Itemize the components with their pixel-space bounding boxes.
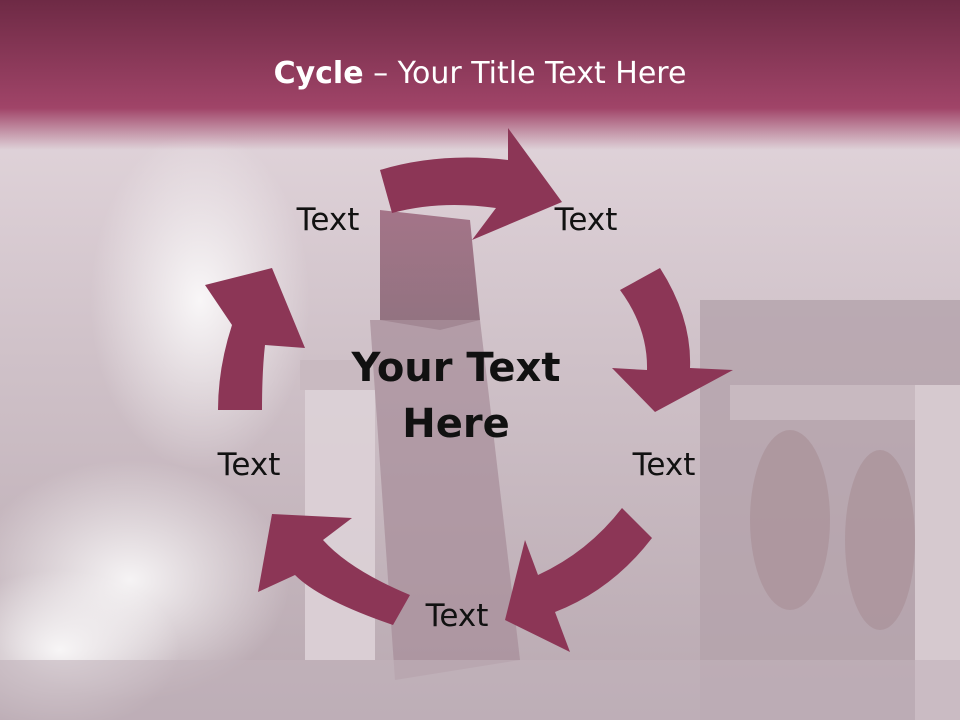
cycle-arrow-1 bbox=[380, 128, 562, 240]
cycle-arrow-3 bbox=[505, 508, 652, 652]
cycle-node-2: Text bbox=[554, 202, 618, 238]
cycle-node-1: Text bbox=[296, 202, 360, 238]
cycle-arrow-2 bbox=[612, 268, 733, 412]
title-bar bbox=[0, 0, 960, 150]
center-text-line-2: Here bbox=[402, 401, 510, 447]
slide-title: Cycle – Your Title Text Here bbox=[0, 56, 960, 91]
slide-title-bold: Cycle bbox=[273, 56, 364, 91]
cycle-node-5: Text bbox=[217, 447, 281, 483]
cycle-arrow-4 bbox=[258, 514, 410, 625]
slide-title-rest: – Your Title Text Here bbox=[363, 56, 687, 91]
cycle-node-4: Text bbox=[425, 598, 489, 634]
cycle-node-3: Text bbox=[632, 447, 696, 483]
cycle-arrow-5 bbox=[205, 268, 305, 410]
center-text-line-1: Your Text bbox=[351, 345, 561, 391]
center-text: Your Text Here bbox=[306, 340, 606, 452]
